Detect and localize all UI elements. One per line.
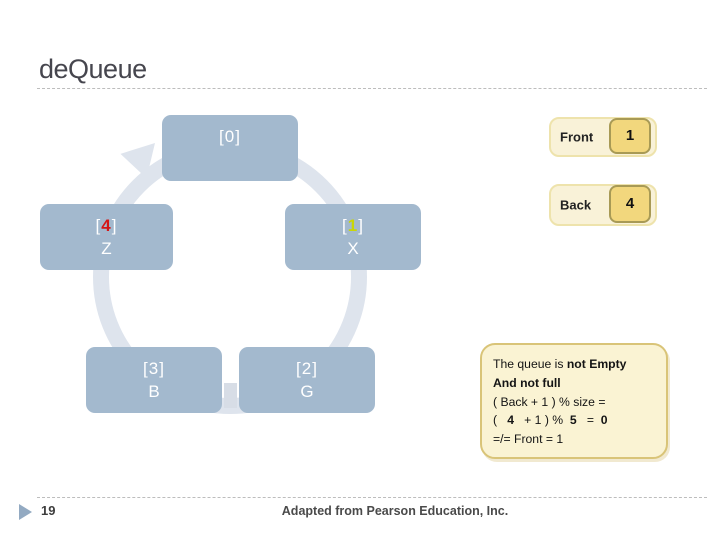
cell-index-label: [2] (296, 359, 318, 378)
cell-value: X (347, 239, 359, 258)
note-line-2: And not full (493, 375, 561, 390)
note-line-3: ( Back + 1 ) % size = (493, 394, 606, 409)
queue-cell-2: [2] G (239, 347, 375, 413)
back-pointer-widget: Back 4 (549, 184, 657, 226)
page-bullet-icon (19, 504, 32, 520)
back-pointer-value: 4 (609, 185, 651, 223)
queue-cell-3: [3] B (86, 347, 222, 413)
explanation-note-panel: The queue is not Empty And not full ( Ba… (480, 343, 668, 459)
queue-cell-0: [0] (162, 115, 298, 181)
page-number: 19 (41, 503, 56, 518)
slide-title: deQueue (39, 54, 147, 84)
queue-cell-1: [1] X (285, 204, 421, 270)
cell-index-label: [3] (143, 359, 165, 378)
note-line-1: The queue is not Empty (493, 357, 627, 371)
front-pointer-widget: Front 1 (549, 117, 657, 157)
cell-value: B (148, 382, 160, 401)
cell-index-label: [4] (95, 216, 118, 235)
note-line-4: ( 4 + 1 ) % 5 = 0 (493, 413, 608, 428)
front-pointer-label: Front (560, 129, 594, 145)
back-index-highlight: 4 (101, 216, 112, 235)
cell-index-label: [0] (219, 127, 241, 146)
front-pointer-value: 1 (609, 118, 651, 154)
cell-value: Z (101, 239, 112, 258)
cell-index-label: [1] (342, 216, 364, 235)
cycle-arrow-head-icon (120, 143, 155, 179)
queue-cell-4: [4] Z (40, 204, 173, 270)
note-line-5: =/= Front = 1 (493, 432, 564, 447)
cycle-connector-square (224, 383, 237, 408)
title-divider (37, 88, 707, 89)
cell-value: G (300, 382, 314, 401)
credit-text: Adapted from Pearson Education, Inc. (281, 504, 509, 518)
back-pointer-label: Back (560, 197, 592, 213)
front-index-highlight: 1 (347, 216, 359, 235)
footer-divider (37, 497, 707, 498)
